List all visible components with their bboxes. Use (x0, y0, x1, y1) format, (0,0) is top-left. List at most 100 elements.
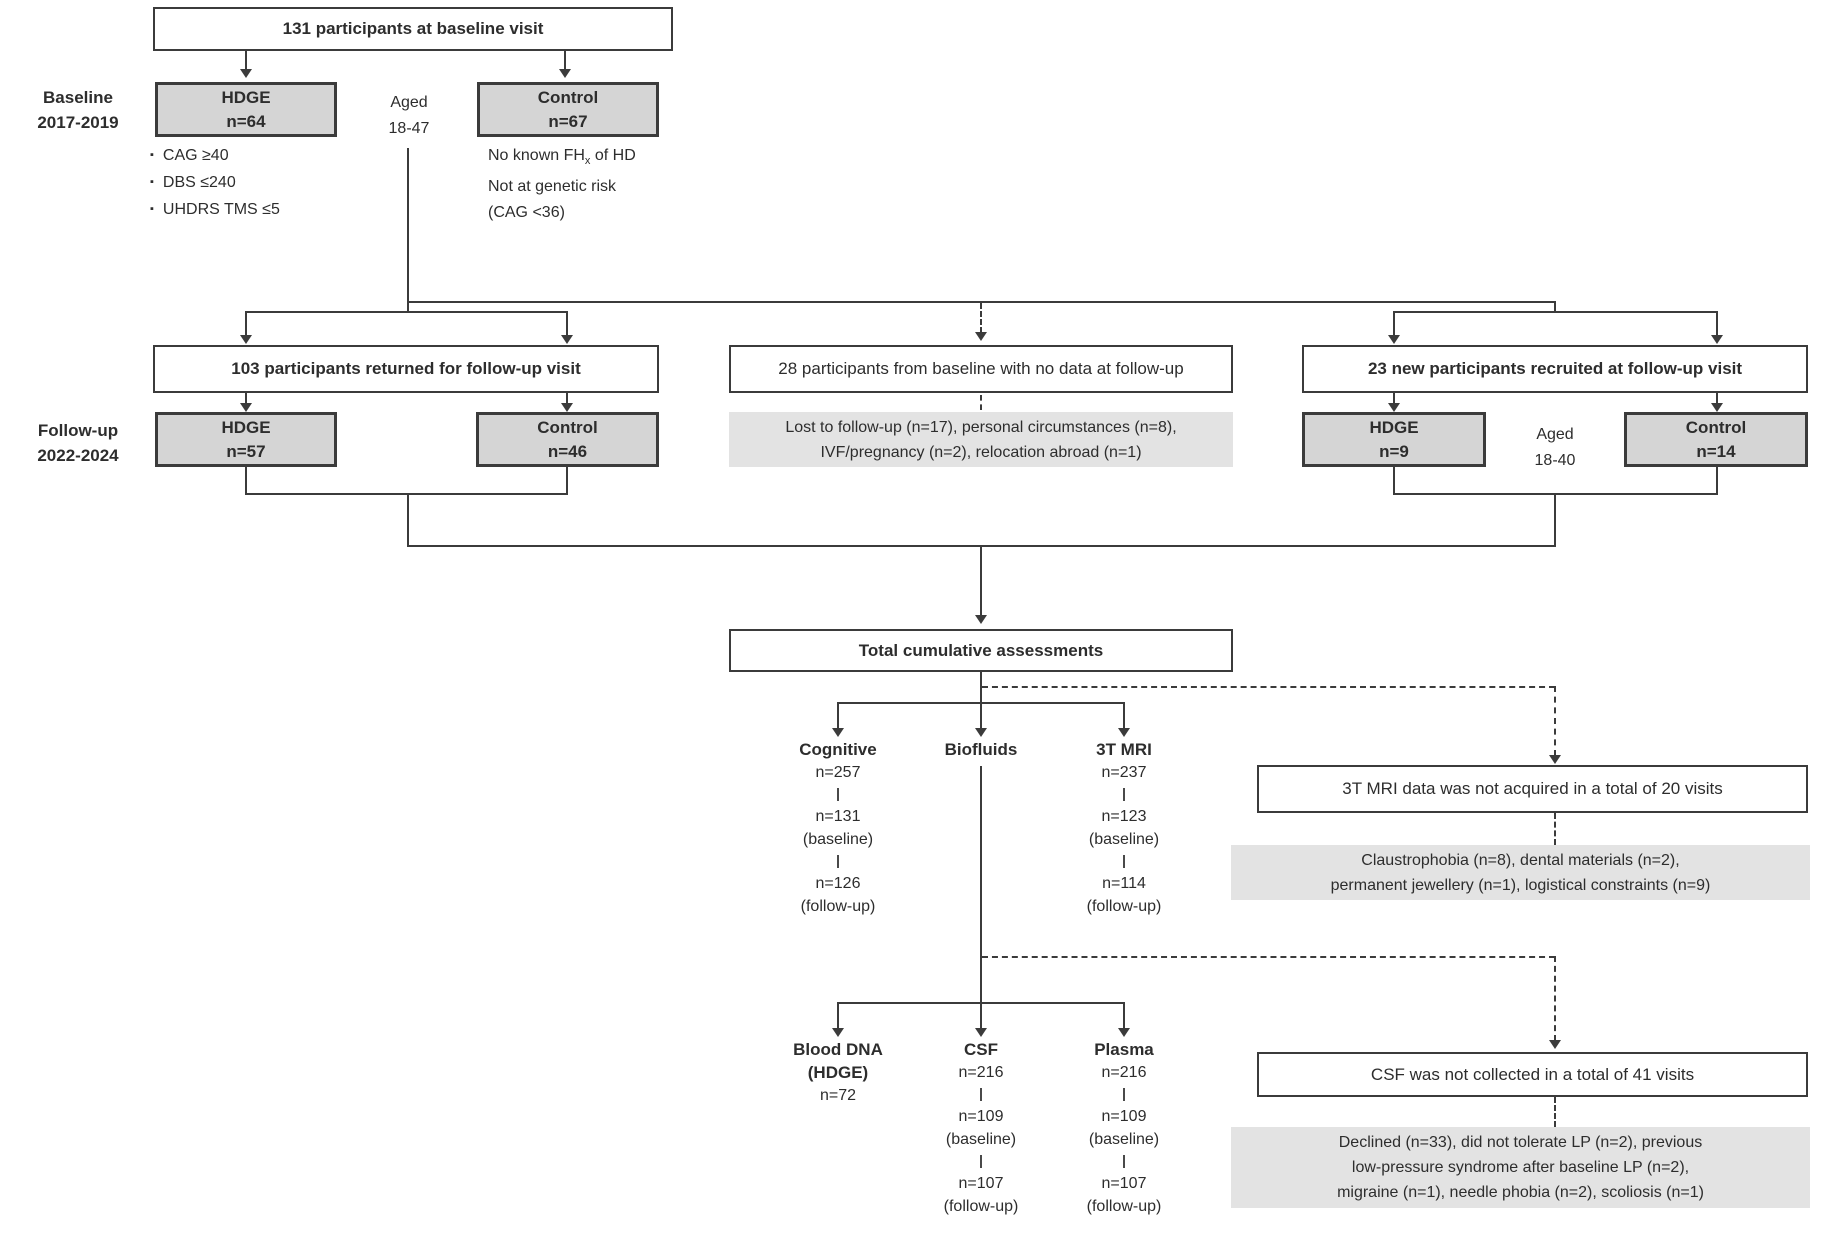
mri-baseline-label: (baseline) (1088, 831, 1160, 848)
connector (837, 1004, 839, 1029)
control-new-n: n=14 (1696, 441, 1736, 461)
csf-followup-label: (follow-up) (943, 1198, 1019, 1215)
connector (837, 1002, 1125, 1004)
csf-reasons-line1: Declined (n=33), did not tolerate LP (n=… (1338, 1134, 1703, 1151)
connector (1393, 311, 1718, 313)
mri-total: n=237 (1101, 764, 1147, 781)
box-total-assessments: Total cumulative assessments (729, 629, 1233, 672)
arrowhead-down-icon (1388, 335, 1400, 344)
connector (980, 766, 982, 1003)
aged-new-line1: Aged (1536, 426, 1574, 443)
csf-stack: CSF n=216 n=109 (baseline) n=107 (follow… (891, 1038, 1071, 1218)
mri-baseline-n: n=123 (1101, 808, 1147, 825)
arrowhead-down-icon (975, 615, 987, 624)
biofluids-stack: Biofluids (891, 738, 1071, 761)
plasma-label: Plasma (1094, 1040, 1154, 1059)
followup-period-label: Follow-up 2022-2024 (8, 418, 148, 468)
mri-followup-n: n=114 (1102, 875, 1146, 892)
criteria-uhdrs: UHDRS TMS ≤5 (162, 201, 280, 218)
plasma-total: n=216 (1101, 1064, 1147, 1081)
blood-dna-label1: Blood DNA (793, 1040, 883, 1059)
box-mri-missing: 3T MRI data was not acquired in a total … (1257, 765, 1808, 813)
arrowhead-down-icon (832, 728, 844, 737)
no-data-reasons-line2: IVF/pregnancy (n=2), relocation abroad (… (820, 443, 1142, 461)
plasma-baseline-n: n=109 (1101, 1108, 1147, 1125)
hdge-baseline-n: n=64 (226, 111, 266, 131)
connector (566, 467, 568, 495)
criteria-dbs: DBS ≤240 (162, 174, 236, 191)
box-new-participants-text: 23 new participants recruited at follow-… (1367, 359, 1743, 378)
connector (980, 672, 982, 703)
biofluids-label: Biofluids (944, 740, 1018, 759)
box-baseline-total: 131 participants at baseline visit (153, 7, 673, 51)
arrowhead-down-icon (975, 728, 987, 737)
connector (1393, 313, 1395, 336)
connector (980, 704, 982, 729)
dashed-connector (982, 686, 1555, 688)
arrowhead-down-icon (561, 403, 573, 412)
arrowhead-down-icon (832, 1028, 844, 1037)
stack-tick (1123, 1155, 1125, 1168)
dashed-connector (1554, 956, 1556, 1041)
baseline-period-label: Baseline 2017-2019 (8, 85, 148, 135)
cognitive-total: n=257 (815, 764, 861, 781)
arrowhead-down-icon (1118, 1028, 1130, 1037)
criteria-item: UHDRS TMS ≤5 (150, 197, 280, 224)
csf-followup-n: n=107 (958, 1175, 1004, 1192)
stack-tick (837, 788, 839, 801)
hdge-inclusion-criteria: CAG ≥40 DBS ≤240 UHDRS TMS ≤5 (150, 143, 280, 224)
connector (566, 313, 568, 336)
hdge-new-n: n=9 (1379, 441, 1409, 461)
baseline-period-line1: Baseline (43, 88, 113, 107)
arrowhead-down-icon (975, 1028, 987, 1037)
no-data-reasons: Lost to follow-up (n=17), personal circu… (729, 412, 1233, 467)
followup-period-line1: Follow-up (37, 421, 119, 440)
arrowhead-down-icon (240, 403, 252, 412)
box-hdge-baseline: HDGE n=64 (155, 82, 337, 137)
cognitive-baseline-n: n=131 (815, 808, 861, 825)
dashed-connector (1554, 1097, 1556, 1127)
box-returned-followup: 103 participants returned for follow-up … (153, 345, 659, 393)
control-followup-title: Control (537, 417, 598, 437)
stack-tick (980, 1155, 982, 1168)
connector (980, 1004, 982, 1029)
hdge-followup-n: n=57 (226, 441, 266, 461)
csf-total: n=216 (958, 1064, 1004, 1081)
stack-tick (1123, 788, 1125, 801)
connector (245, 467, 247, 495)
connector (1393, 393, 1395, 404)
stack-tick (837, 855, 839, 868)
mri-reasons-line2: permanent jewellery (n=1), logistical co… (1330, 876, 1711, 894)
connector (837, 704, 839, 729)
plasma-followup-label: (follow-up) (1086, 1198, 1162, 1215)
cognitive-stack: Cognitive n=257 n=131 (baseline) n=126 (… (748, 738, 928, 918)
cognitive-baseline-label: (baseline) (802, 831, 874, 848)
connector (980, 547, 982, 616)
control-note-fh: No known FHx of HD (488, 143, 636, 174)
connector (245, 493, 568, 495)
stack-tick (1123, 1088, 1125, 1101)
dashed-connector (980, 303, 982, 333)
cognitive-followup-label: (follow-up) (800, 898, 876, 915)
connector (1123, 704, 1125, 729)
aged-baseline-line2: 18-47 (388, 120, 430, 137)
box-total-assessments-text: Total cumulative assessments (858, 640, 1104, 660)
csf-label: CSF (964, 1040, 998, 1059)
mri-label: 3T MRI (1096, 740, 1152, 759)
control-baseline-n: n=67 (548, 111, 588, 131)
aged-range-new: Aged 18-40 (1495, 422, 1615, 474)
connector (1554, 495, 1556, 547)
dashed-connector (982, 956, 1555, 958)
connector (1123, 1004, 1125, 1029)
box-returned-text: 103 participants returned for follow-up … (231, 359, 581, 378)
fh-sub: x (584, 155, 591, 168)
blood-dna-stack: Blood DNA (HDGE) n=72 (748, 1038, 928, 1107)
box-baseline-total-text: 131 participants at baseline visit (282, 19, 544, 38)
connector (407, 545, 1556, 547)
baseline-period-line2: 2017-2019 (37, 113, 119, 132)
box-control-new: Control n=14 (1624, 412, 1808, 467)
arrowhead-down-icon (1549, 755, 1561, 764)
connector (407, 301, 1556, 303)
cognitive-label: Cognitive (799, 740, 877, 759)
box-hdge-followup: HDGE n=57 (155, 412, 337, 467)
